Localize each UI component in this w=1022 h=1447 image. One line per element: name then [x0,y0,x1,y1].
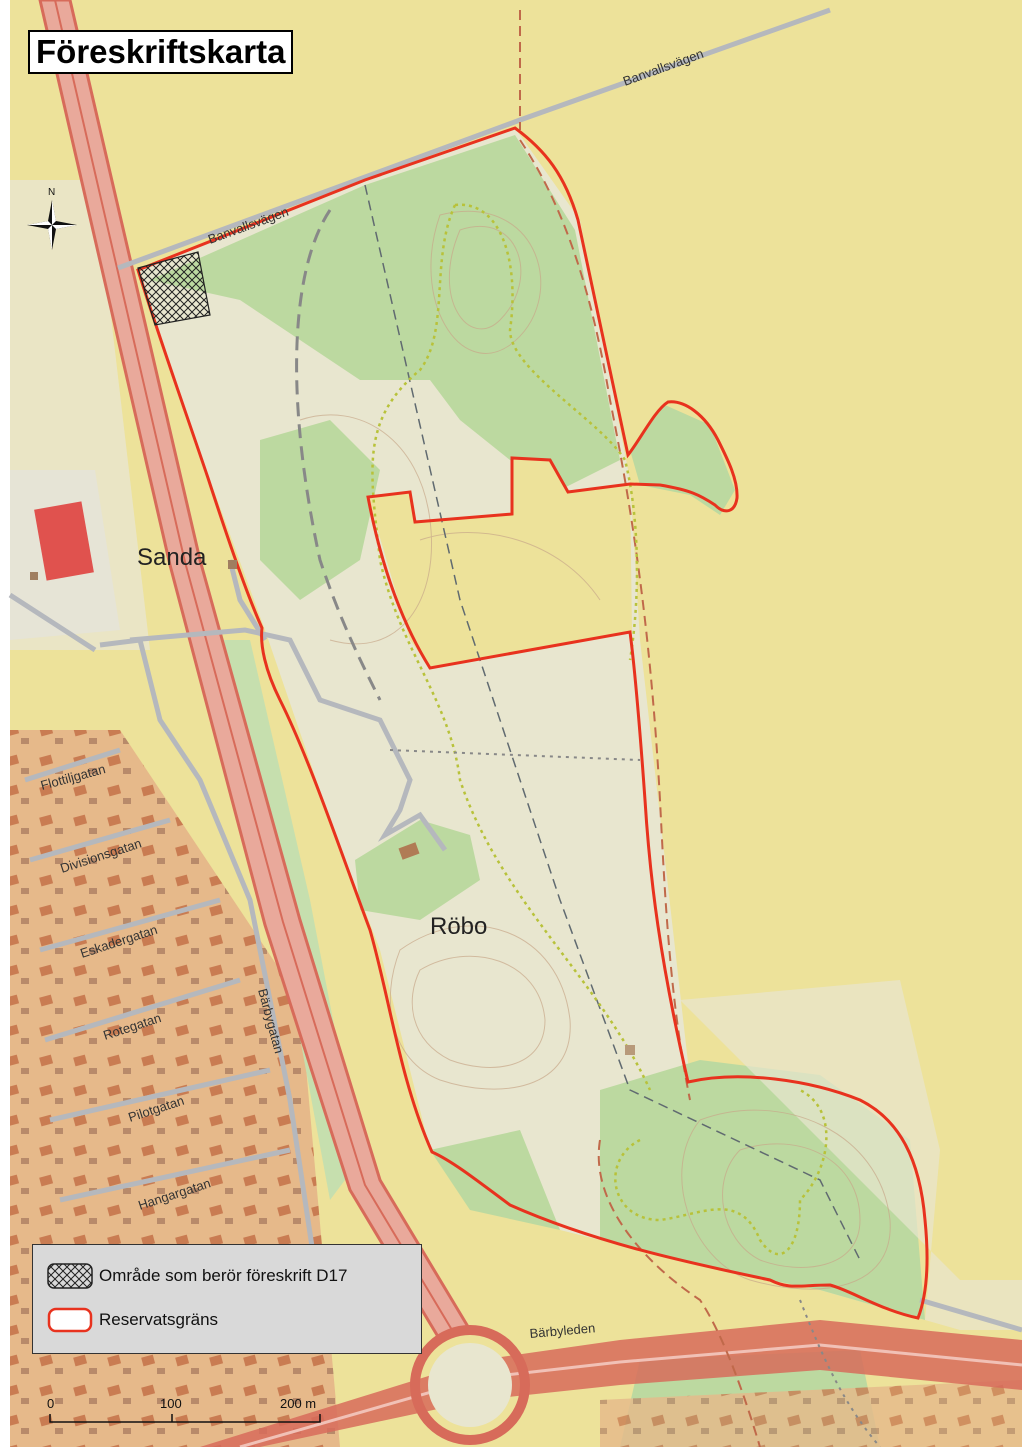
forest-east-lobe [630,405,735,515]
contour-lines [299,210,891,1290]
legend-item-d17: Område som berör föreskrift D17 [47,1263,347,1289]
barbyleden-lanes [239,1343,1022,1447]
scale-bar-line [49,1414,321,1423]
forest-central [260,420,380,600]
reserve-boundary[interactable] [136,126,929,1320]
forest-southwest [430,1130,560,1230]
legend-label-reserve-boundary: Reservatsgräns [99,1310,219,1329]
red-outline-swatch-icon [47,1307,93,1333]
crosshatch-swatch-icon [47,1263,93,1289]
forest-middle-patch [355,820,480,920]
barbyleden-road [200,1320,1022,1447]
scale-bar: 0 100 200 m [47,1396,321,1423]
small-building-south [625,1045,635,1055]
trails [295,10,881,1447]
sanda-barn-building [34,501,94,581]
legend-item-reserve-boundary: Reservatsgräns [47,1307,218,1333]
map-left-edge [0,0,10,1447]
forest-north [150,135,620,490]
sanda-building-east [228,560,237,569]
map-title: Föreskriftskarta [28,30,294,74]
north-arrow: N [27,187,77,250]
street-barbyleden: Bärbyleden [529,1320,596,1341]
residential-south [600,1380,1022,1447]
place-name-robo: Röbo [430,913,488,940]
scale-tick-0: 0 [47,1396,54,1411]
map-legend: Område som berör föreskrift D17 Reservat… [32,1244,422,1354]
legend-label-d17: Område som berör föreskrift D17 [99,1266,348,1285]
sanda-small-building [30,572,38,580]
local-roads [8,7,1022,1333]
north-arrow-label: N [48,187,55,198]
d17-regulation-area[interactable] [137,251,211,326]
robo-building [398,842,420,860]
highway-centerline [54,0,456,1336]
scale-tick-100: 100 [160,1396,182,1411]
place-name-sanda: Sanda [137,544,207,571]
scale-tick-200: 200 m [280,1396,316,1411]
field-enclave [368,458,632,668]
roundabout [410,1325,530,1445]
farmland-southeast [680,980,1022,1330]
roundabout-center [428,1343,512,1427]
